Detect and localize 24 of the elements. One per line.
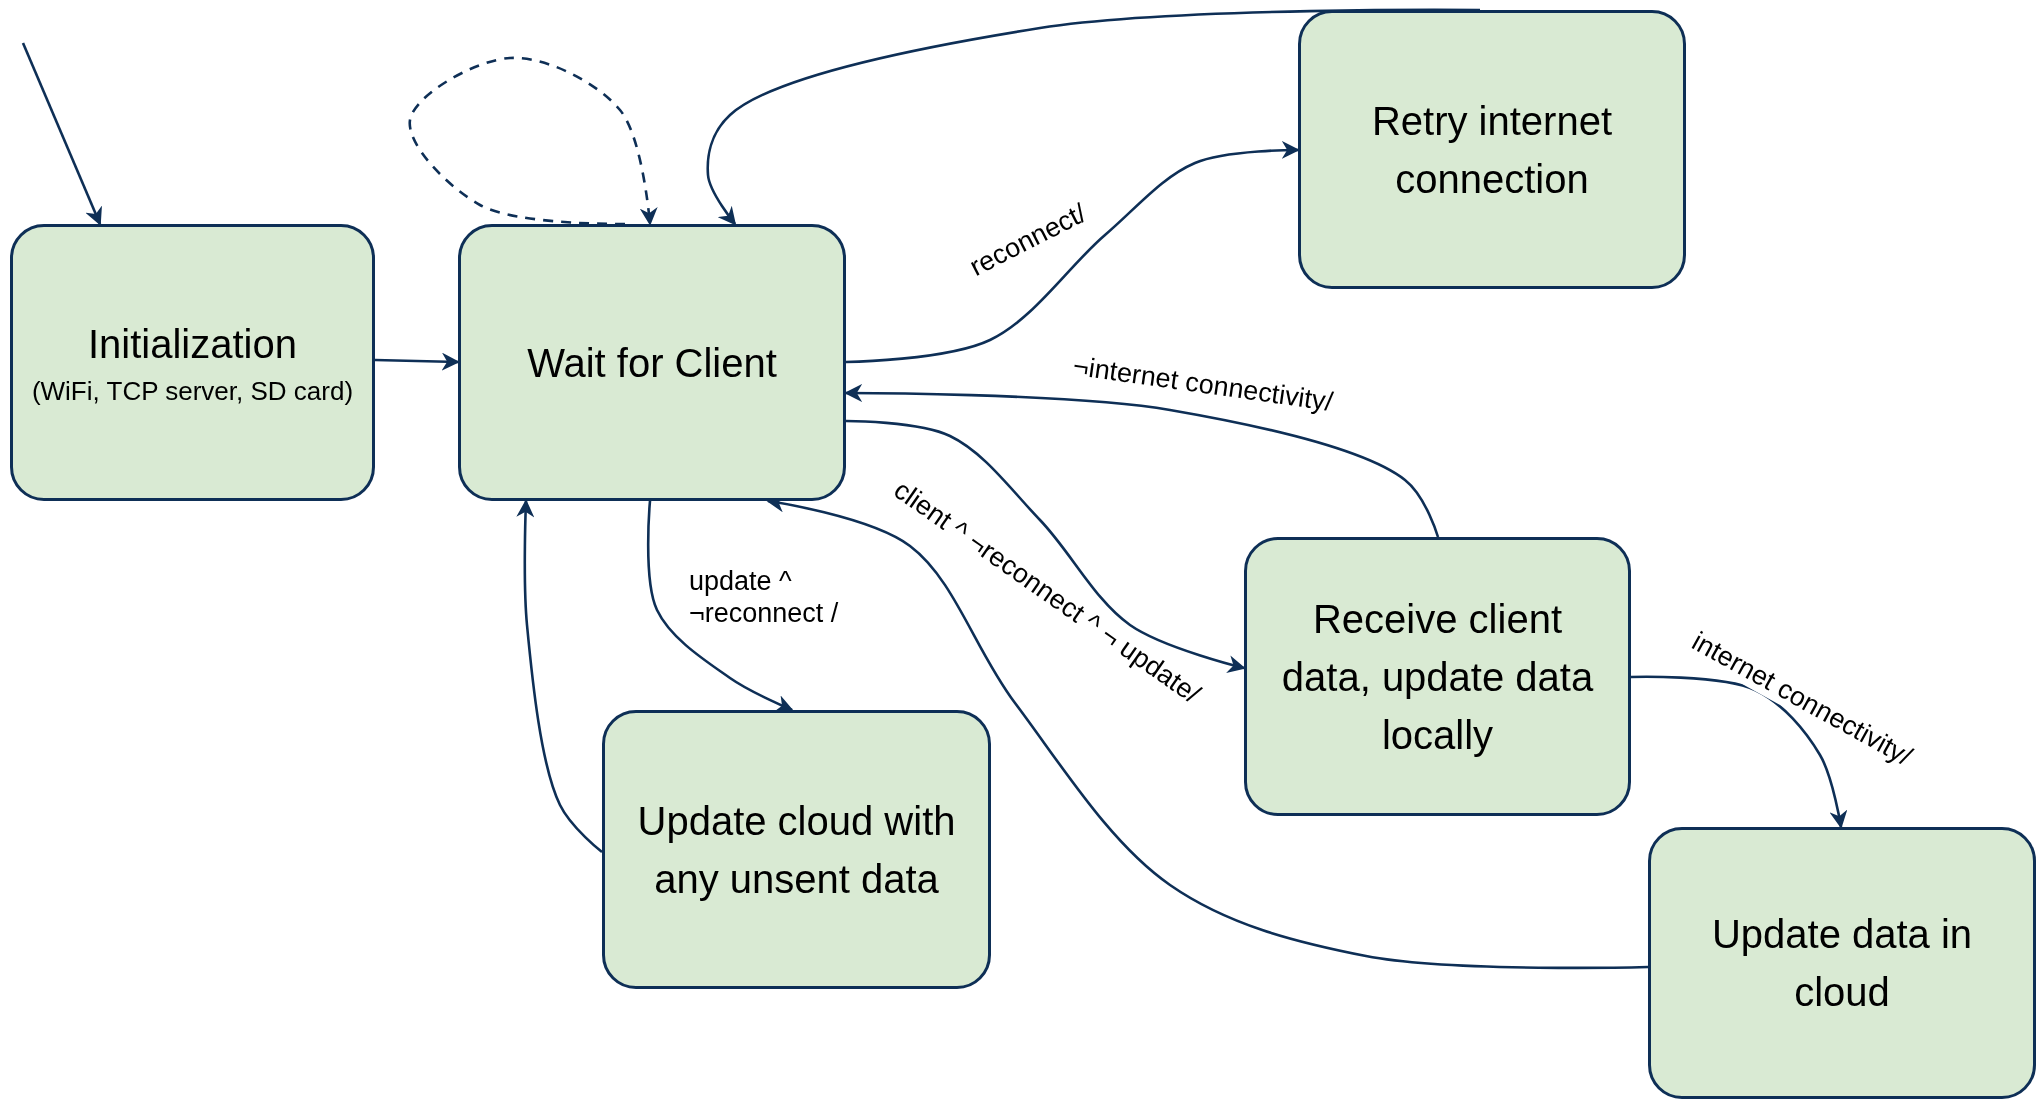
arrow [408,56,658,226]
arrow [646,500,794,712]
state-note: (WiFi, TCP server, SD card) [31,375,354,409]
arrow [21,42,102,226]
arrow [374,352,460,371]
state-name: Receive client data, update data locally [1280,595,1595,759]
arrow [846,419,1246,673]
arrow [706,8,1480,226]
arrow [516,499,603,853]
arrow [1630,675,1848,829]
state-name: Initialization [88,321,297,369]
state-box [602,710,991,989]
edge-label: update ^ ¬reconnect / [688,565,840,630]
state-box [1298,10,1686,289]
arrow [844,384,1440,538]
state-name: Update cloud with any unsent data [636,797,957,903]
state-name: Update data in cloud [1710,911,1974,1016]
state-box [1244,537,1631,816]
state-box [458,224,846,501]
state-name: Wait for Client [527,339,777,387]
state-name: Retry internet connection [1370,97,1614,203]
state-box [1648,827,2036,1099]
arrow [845,141,1300,364]
state-box [10,224,375,501]
